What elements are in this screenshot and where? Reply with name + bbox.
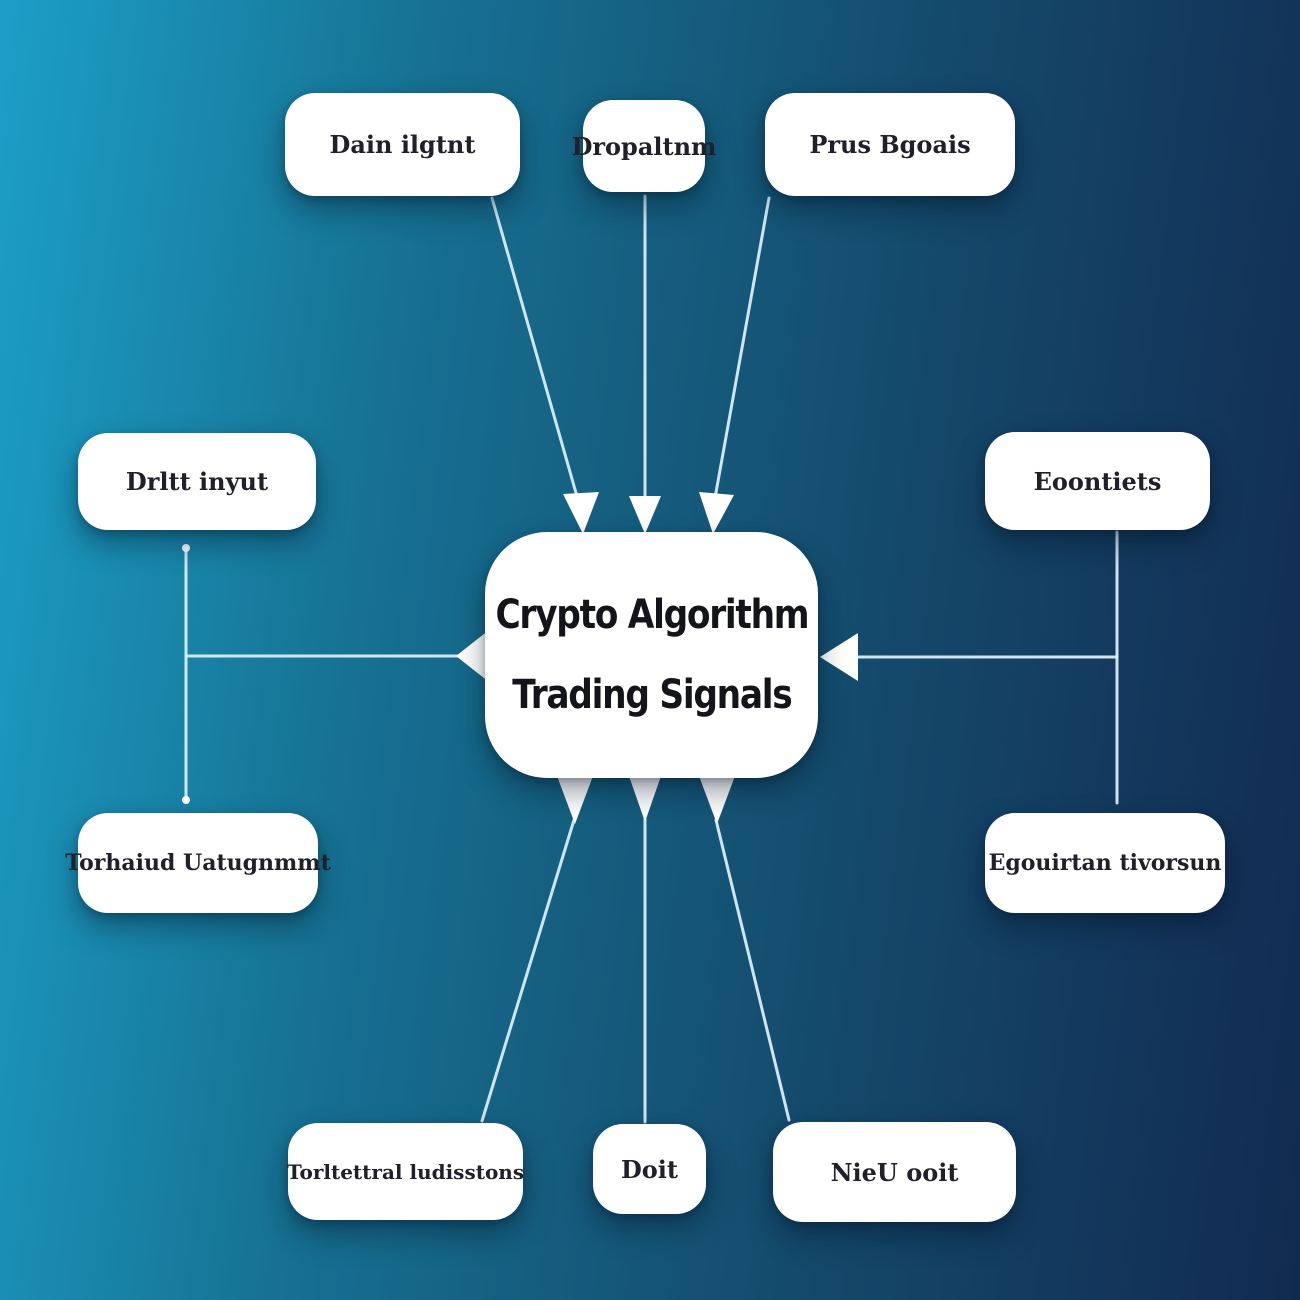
arrowhead-icon [456, 630, 489, 682]
central-node: Crypto Algorithm Trading Signals [485, 532, 818, 778]
node-label: Eoontiets [1033, 466, 1162, 496]
line-end-dot [182, 544, 190, 552]
node-bottom-center: Doit [593, 1124, 706, 1214]
connector-line [714, 818, 791, 1122]
node-top-right: Prus Bgoais [765, 93, 1015, 196]
central-node-title: Crypto Algorithm Trading Signals [495, 575, 809, 735]
node-lower-right: Egouirtan tivorsun [985, 813, 1225, 913]
node-lower-left: Torhaiud Uatugnmmt [65, 813, 331, 913]
arrowhead-icon [557, 776, 593, 824]
node-label: Doit [620, 1154, 679, 1184]
central-title-line1: Crypto Algorithm [495, 592, 809, 638]
node-label: Torltettral ludisstons [286, 1159, 525, 1184]
node-top-center: Dropaltnm [572, 100, 716, 192]
node-bottom-right: NieU ooit [773, 1122, 1016, 1222]
node-bottom-left: Torltettral ludisstons [287, 1123, 524, 1220]
arrowhead-icon [629, 776, 661, 822]
node-mid-right: Eoontiets [985, 432, 1210, 530]
arrowhead-icon [563, 492, 599, 534]
node-label: NieU ooit [830, 1157, 959, 1187]
arrowhead-icon [820, 633, 858, 681]
connector-line [480, 818, 576, 1123]
node-label: Drltt inyut [125, 467, 269, 496]
node-mid-left: Drltt inyut [78, 433, 316, 530]
node-label: Torhaiud Uatugnmmt [65, 850, 331, 876]
node-top-left: Dain ilgtnt [285, 93, 520, 196]
arrowhead-icon [629, 496, 661, 534]
arrowhead-icon [699, 776, 735, 824]
line-end-dot [182, 796, 190, 804]
node-label: Prus Bgoais [809, 130, 971, 159]
connector-line [713, 196, 771, 500]
arrowhead-icon [699, 492, 734, 534]
node-label: Dropaltnm [571, 131, 717, 161]
node-label: Dain ilgtnt [329, 130, 476, 159]
connector-line [490, 196, 580, 502]
central-title-line2: Trading Signals [511, 672, 792, 718]
node-label: Egouirtan tivorsun [988, 850, 1222, 876]
